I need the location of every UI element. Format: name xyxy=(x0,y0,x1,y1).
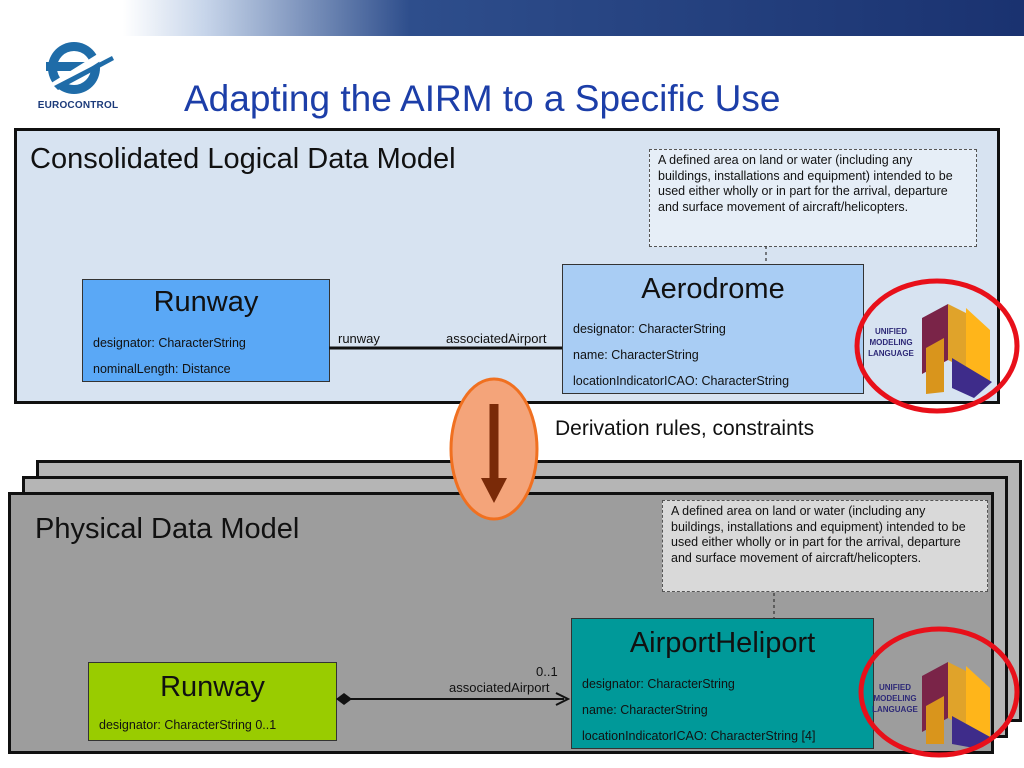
class-attribute: designator: CharacterString xyxy=(582,677,735,691)
class-name: AirportHeliport xyxy=(629,627,816,659)
class-name: Runway xyxy=(160,671,265,703)
header-bar xyxy=(0,0,1024,36)
class-attribute: name: CharacterString xyxy=(582,703,708,717)
uml-highlight-circle-top xyxy=(854,278,1020,414)
class-attribute: designator: CharacterString xyxy=(93,336,246,350)
uml-logo-icon-bottom xyxy=(922,662,992,748)
airport-note: A defined area on land or water (includi… xyxy=(662,500,988,592)
page-title: Adapting the AIRM to a Specific Use xyxy=(184,78,781,119)
class-attribute: designator: CharacterString 0..1 xyxy=(99,718,277,732)
class-attribute: name: CharacterString xyxy=(573,348,699,362)
class-attribute: locationIndicatorICAO: CharacterString xyxy=(573,374,790,388)
arrowhead-icon xyxy=(555,692,571,706)
runway-class-logical[interactable]: Runway designator: CharacterString nomin… xyxy=(82,279,330,382)
logo-text: EUROCONTROL xyxy=(37,100,119,111)
association-role-airport: associatedAirport xyxy=(449,680,550,695)
physical-panel-title: Physical Data Model xyxy=(35,513,300,545)
association-role-runway: runway xyxy=(338,331,380,346)
eurocontrol-logo: EUROCONTROL xyxy=(34,40,122,116)
association-role-airport: associatedAirport xyxy=(446,331,547,346)
logical-panel-title: Consolidated Logical Data Model xyxy=(30,143,456,175)
derivation-label: Derivation rules, constraints xyxy=(555,417,815,440)
airportheliport-class-physical[interactable]: AirportHeliport designator: CharacterStr… xyxy=(571,618,874,749)
multiplicity-label: 0..1 xyxy=(536,664,558,679)
derivation-arrow-head-icon xyxy=(481,478,507,503)
aerodrome-note: A defined area on land or water (includi… xyxy=(649,149,977,247)
eurocontrol-emblem-icon xyxy=(40,42,114,94)
class-name: Aerodrome xyxy=(641,273,785,305)
runway-class-physical[interactable]: Runway designator: CharacterString 0..1 xyxy=(88,662,337,741)
uml-logo-text-top: UNIFIED MODELING LANGUAGE xyxy=(868,327,914,358)
uml-logo-text-bottom: UNIFIED MODELING LANGUAGE xyxy=(872,683,918,714)
class-attribute: designator: CharacterString xyxy=(573,322,726,336)
class-attribute: nominalLength: Distance xyxy=(93,362,231,376)
aggregation-diamond-icon xyxy=(336,693,352,705)
class-name: Runway xyxy=(153,286,259,318)
aerodrome-class-logical[interactable]: Aerodrome designator: CharacterString na… xyxy=(562,264,864,394)
class-attribute: locationIndicatorICAO: CharacterString [… xyxy=(582,729,816,743)
uml-logo-icon-top xyxy=(922,304,992,398)
logical-model-panel: Consolidated Logical Data Model A define… xyxy=(14,128,1000,404)
uml-highlight-circle-bottom xyxy=(858,626,1020,758)
